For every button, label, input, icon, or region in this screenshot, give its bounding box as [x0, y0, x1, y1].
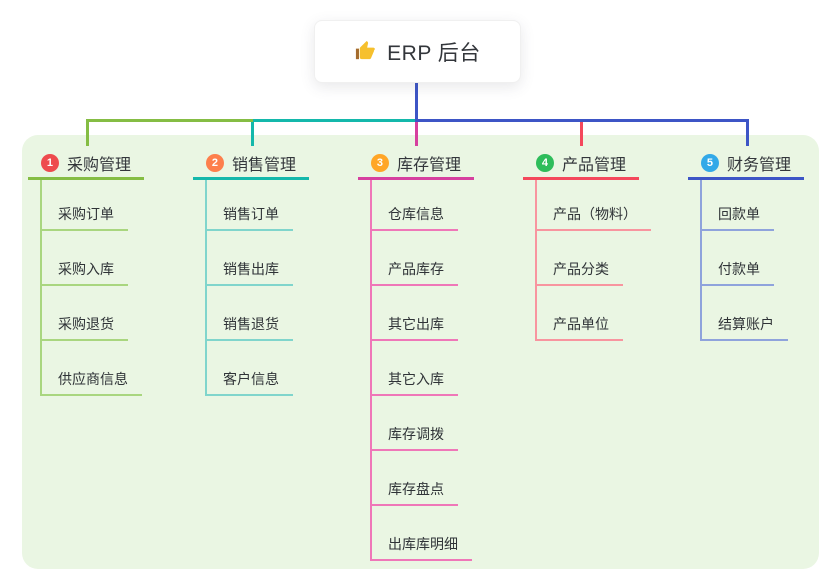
- child-node-label: 结算账户: [718, 316, 774, 332]
- child-node-label: 出库库明细: [388, 536, 458, 552]
- branch-inventory: 3 库存管理 仓库信息 产品库存 其它出库 其它入库 库存调拨 库存盘点 出库库…: [358, 148, 474, 561]
- branch-children: 采购订单 采购入库 采购退货 供应商信息: [40, 180, 144, 396]
- branch-children: 回款单 付款单 结算账户: [700, 180, 804, 341]
- branch-node-label: 库存管理: [396, 156, 461, 174]
- child-node-label: 回款单: [718, 206, 760, 222]
- child-node-label: 仓库信息: [388, 206, 444, 222]
- child-node[interactable]: 采购入库: [40, 231, 128, 286]
- thumbs-up-icon: [354, 40, 377, 63]
- branch-children: 产品（物料） 产品分类 产品单位: [535, 180, 651, 341]
- child-node-label: 其它入库: [388, 371, 444, 387]
- child-node[interactable]: 产品库存: [370, 231, 458, 286]
- branch-node[interactable]: 3 库存管理: [358, 148, 474, 180]
- branch-drop-line: [415, 119, 418, 146]
- child-node[interactable]: 仓库信息: [370, 180, 458, 231]
- root-node[interactable]: ERP 后台: [314, 20, 521, 83]
- branch-node-label: 产品管理: [561, 156, 626, 174]
- child-node-label: 产品单位: [553, 316, 609, 332]
- branch-badge: 1: [40, 153, 59, 172]
- branch-purchase: 1 采购管理 采购订单 采购入库 采购退货 供应商信息: [28, 148, 144, 396]
- branch-sales: 2 销售管理 销售订单 销售出库 销售退货 客户信息: [193, 148, 309, 396]
- branch-node-label: 采购管理: [66, 156, 131, 174]
- child-node[interactable]: 出库库明细: [370, 506, 472, 561]
- child-node[interactable]: 客户信息: [205, 341, 293, 396]
- branch-node[interactable]: 2 销售管理: [193, 148, 309, 180]
- branch-node[interactable]: 5 财务管理: [688, 148, 804, 180]
- child-node[interactable]: 销售退货: [205, 286, 293, 341]
- child-node-label: 产品（物料）: [553, 206, 637, 222]
- child-node-label: 销售退货: [223, 316, 279, 332]
- child-node[interactable]: 库存调拨: [370, 396, 458, 451]
- child-node-label: 销售出库: [223, 261, 279, 277]
- mindmap-panel: [22, 135, 819, 569]
- child-node[interactable]: 回款单: [700, 180, 774, 231]
- trunk-bar-segment: [417, 119, 749, 122]
- child-node[interactable]: 库存盘点: [370, 451, 458, 506]
- branch-badge: 3: [370, 153, 389, 172]
- child-node-label: 产品分类: [553, 261, 609, 277]
- child-node-label: 付款单: [718, 261, 760, 277]
- child-node-label: 其它出库: [388, 316, 444, 332]
- branch-node-label: 财务管理: [726, 156, 791, 174]
- child-node-label: 客户信息: [223, 371, 279, 387]
- branch-finance: 5 财务管理 回款单 付款单 结算账户: [688, 148, 804, 341]
- child-node[interactable]: 结算账户: [700, 286, 788, 341]
- child-node-label: 采购订单: [58, 206, 114, 222]
- branch-badge: 2: [205, 153, 224, 172]
- child-node-label: 销售订单: [223, 206, 279, 222]
- child-node-label: 供应商信息: [58, 371, 128, 387]
- root-node-label: ERP 后台: [387, 41, 481, 65]
- child-node-label: 产品库存: [388, 261, 444, 277]
- branch-drop-line: [746, 119, 749, 146]
- branch-node[interactable]: 4 产品管理: [523, 148, 639, 180]
- child-node-label: 库存调拨: [388, 426, 444, 442]
- child-node[interactable]: 产品（物料）: [535, 180, 651, 231]
- branch-drop-line: [86, 119, 89, 146]
- trunk-bar-segment: [86, 119, 253, 122]
- child-node-label: 采购退货: [58, 316, 114, 332]
- child-node[interactable]: 采购订单: [40, 180, 128, 231]
- child-node[interactable]: 其它入库: [370, 341, 458, 396]
- child-node[interactable]: 产品分类: [535, 231, 623, 286]
- child-node[interactable]: 产品单位: [535, 286, 623, 341]
- trunk-bar-segment: [253, 119, 417, 122]
- child-node[interactable]: 销售出库: [205, 231, 293, 286]
- child-node[interactable]: 采购退货: [40, 286, 128, 341]
- child-node[interactable]: 供应商信息: [40, 341, 142, 396]
- branch-node[interactable]: 1 采购管理: [28, 148, 144, 180]
- child-node[interactable]: 付款单: [700, 231, 774, 286]
- branch-product: 4 产品管理 产品（物料） 产品分类 产品单位: [523, 148, 651, 341]
- branch-children: 销售订单 销售出库 销售退货 客户信息: [205, 180, 309, 396]
- branch-badge: 4: [535, 153, 554, 172]
- child-node[interactable]: 销售订单: [205, 180, 293, 231]
- child-node-label: 库存盘点: [388, 481, 444, 497]
- branch-drop-line: [251, 119, 254, 146]
- root-stem-line: [415, 83, 418, 122]
- child-node[interactable]: 其它出库: [370, 286, 458, 341]
- branch-drop-line: [580, 119, 583, 146]
- branch-badge: 5: [700, 153, 719, 172]
- branch-children: 仓库信息 产品库存 其它出库 其它入库 库存调拨 库存盘点 出库库明细: [370, 180, 474, 561]
- child-node-label: 采购入库: [58, 261, 114, 277]
- branch-node-label: 销售管理: [231, 156, 296, 174]
